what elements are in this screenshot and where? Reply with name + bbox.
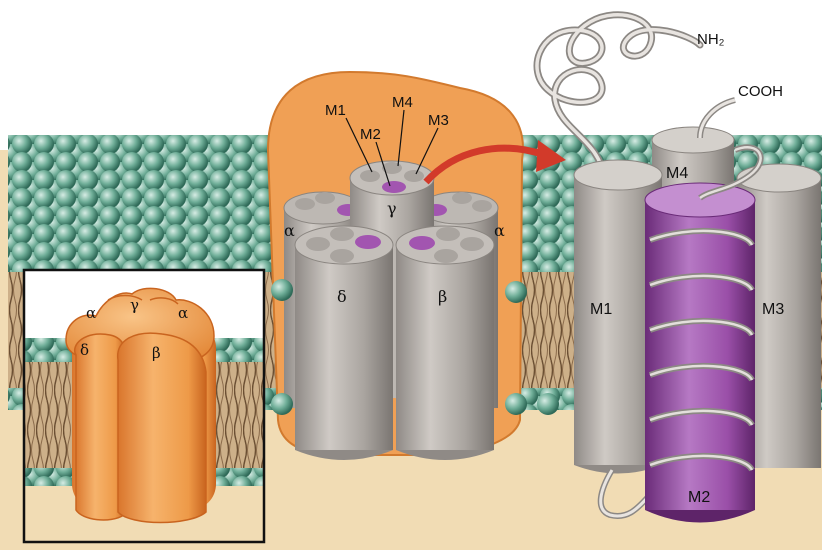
detail-label-m1: M1 <box>590 301 612 318</box>
helix-detail: NH₂ COOH M4 M1 M3 M2 <box>537 15 821 523</box>
subunit-beta <box>396 226 494 460</box>
n-terminus-label: NH₂ <box>697 31 725 48</box>
main-receptor: M1 M2 M4 M3 γ α α δ β <box>268 72 523 460</box>
inset-subunit-alpha-right: α <box>178 304 188 322</box>
main-label-m1: M1 <box>325 102 346 119</box>
inset-receptor <box>66 288 216 522</box>
main-subunit-delta: δ <box>337 287 347 306</box>
m2-helix <box>645 147 761 522</box>
main-label-m2: M2 <box>360 126 381 143</box>
detail-label-m3: M3 <box>762 301 784 318</box>
inset-subunit-gamma: γ <box>130 296 139 314</box>
main-subunit-alpha-right: α <box>494 221 505 240</box>
main-subunit-alpha-left: α <box>284 221 295 240</box>
inset-subunit-delta: δ <box>80 341 89 359</box>
detail-label-m2: M2 <box>688 489 710 506</box>
detail-label-m4: M4 <box>666 165 688 182</box>
main-label-m3: M3 <box>428 112 449 129</box>
main-label-m4: M4 <box>392 94 413 111</box>
inset-subunit-beta: β <box>152 344 161 362</box>
main-subunit-gamma: γ <box>387 199 397 218</box>
inset-subunit-alpha-left: α <box>86 304 96 322</box>
main-subunit-beta: β <box>438 287 447 306</box>
subunit-delta <box>295 226 393 460</box>
inset-panel: γ α α δ β <box>24 270 264 546</box>
c-terminus-label: COOH <box>738 83 783 100</box>
